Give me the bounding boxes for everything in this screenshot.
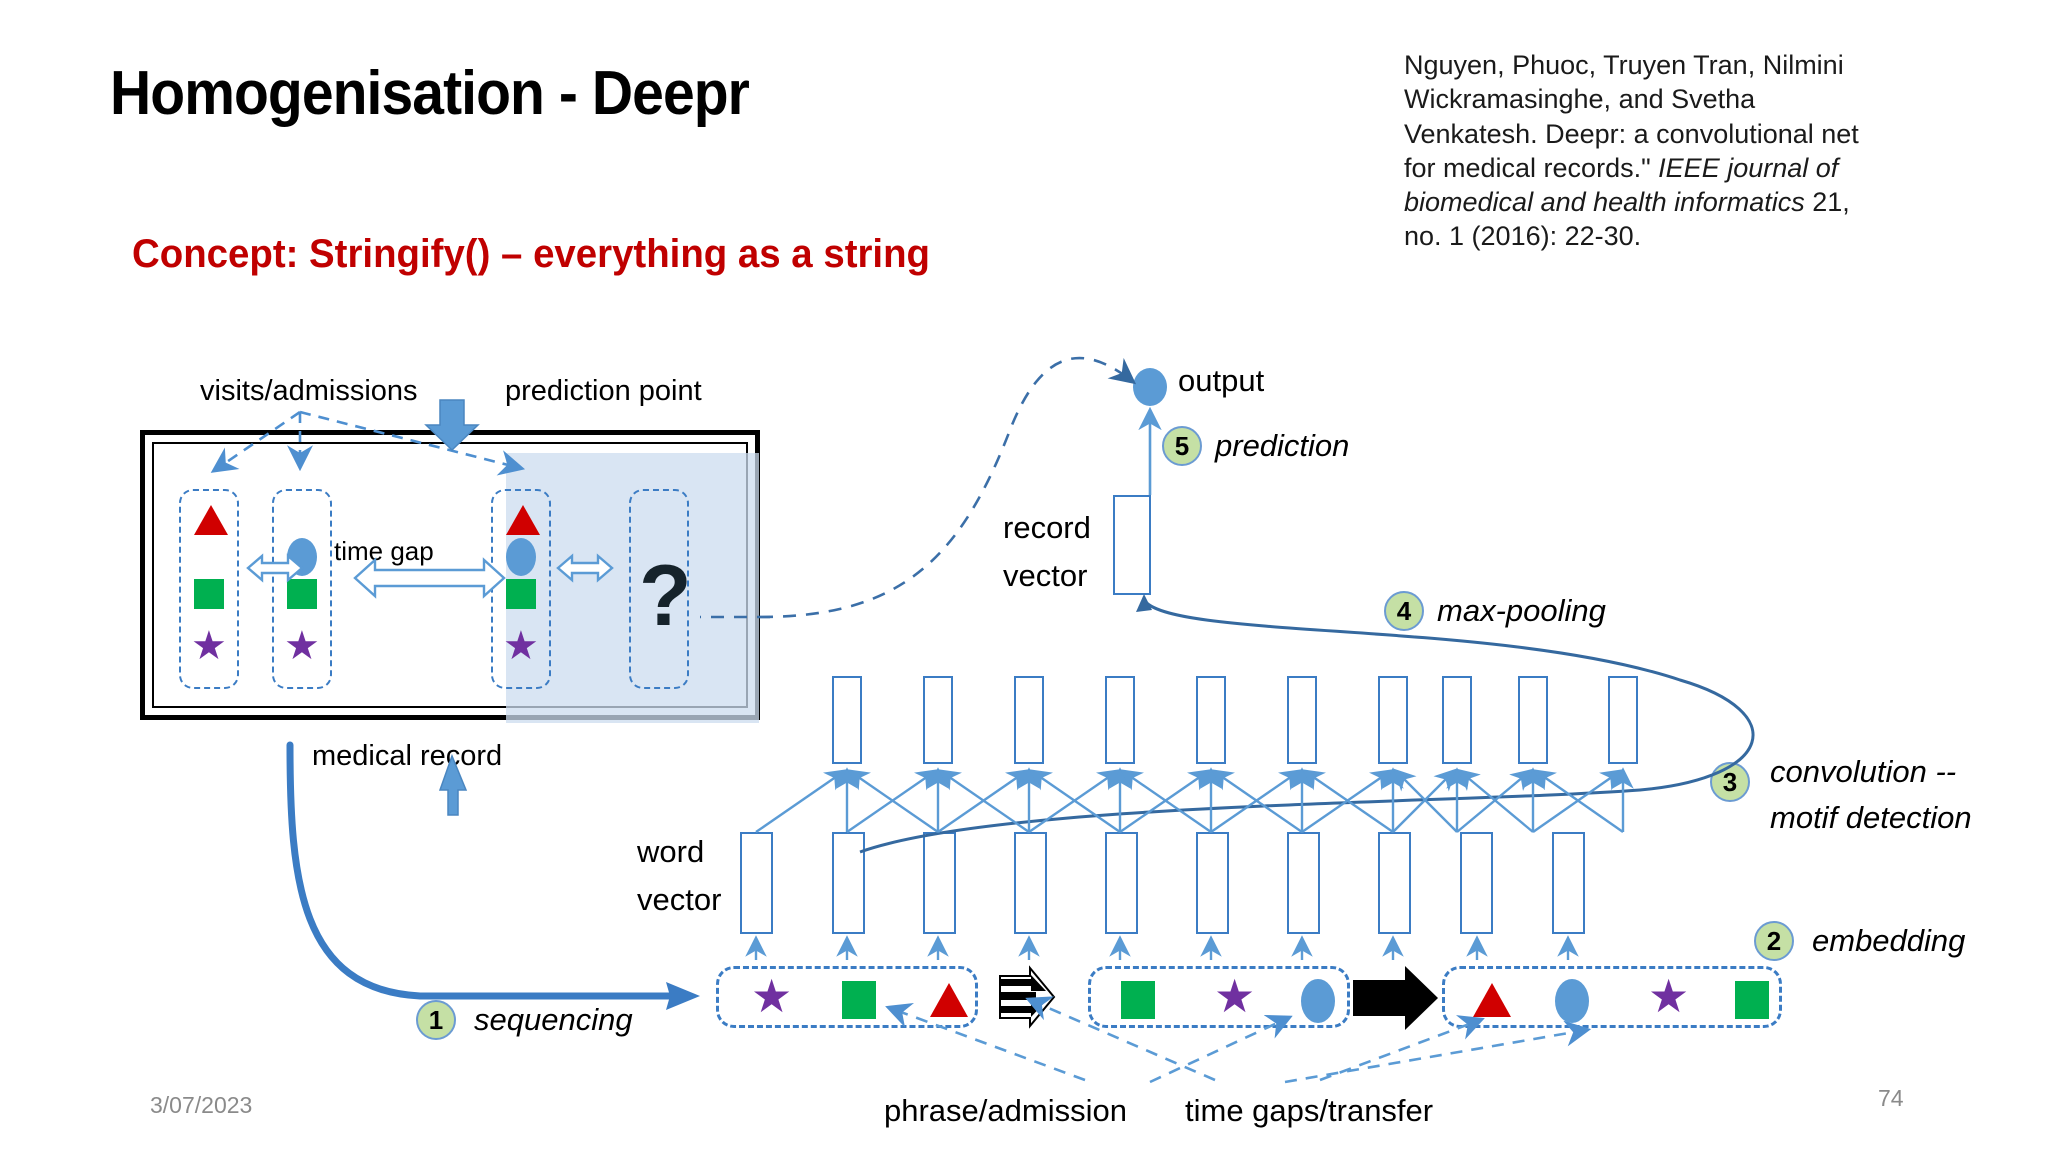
- word-vector-box-10[interactable]: [1552, 832, 1585, 934]
- triangle-icon: [194, 505, 228, 535]
- word-vector-label-line2: vector: [637, 882, 722, 917]
- medical-record-box: ★ ★ ★ ? time gap: [140, 430, 760, 723]
- step-label-convolution: convolution --: [1770, 754, 1957, 789]
- medical-record-label: medical record: [312, 740, 503, 772]
- conv-box-5[interactable]: [1196, 676, 1226, 764]
- step-label-sequencing: sequencing: [474, 1002, 633, 1037]
- star-icon: ★: [751, 970, 793, 1022]
- visits-admissions-label: visits/admissions: [200, 375, 418, 407]
- square-icon: [287, 579, 317, 609]
- conv-box-4[interactable]: [1105, 676, 1135, 764]
- word-vector-box-5[interactable]: [1105, 832, 1138, 934]
- conv-box-3[interactable]: [1014, 676, 1044, 764]
- square-icon: [1121, 981, 1155, 1019]
- record-vector-label-line1: record: [1003, 510, 1091, 545]
- word-vector-box-2[interactable]: [832, 832, 865, 934]
- word-vector-box-4[interactable]: [1014, 832, 1047, 934]
- record-vector-label-line2: vector: [1003, 558, 1088, 593]
- square-icon: [194, 579, 224, 609]
- step-label-motif-detection: motif detection: [1770, 800, 1972, 835]
- medical-record-inner-border: ★ ★ ★ ? time gap: [152, 442, 759, 723]
- step-badge-3[interactable]: 3: [1710, 762, 1750, 802]
- word-vector-box-1[interactable]: [740, 832, 773, 934]
- phrase-group-1[interactable]: ★: [716, 966, 978, 1028]
- step-label-prediction: prediction: [1215, 428, 1350, 463]
- word-vector-box-6[interactable]: [1196, 832, 1229, 934]
- prediction-point-label: prediction point: [505, 375, 702, 407]
- square-icon: [842, 981, 876, 1019]
- conv-box-10[interactable]: [1608, 676, 1638, 764]
- triangle-icon: [930, 983, 968, 1017]
- record-vector-box[interactable]: [1113, 495, 1151, 595]
- citation-text: Nguyen, Phuoc, Truyen Tran, Nilmini Wick…: [1404, 48, 1874, 254]
- visit-column-3[interactable]: ★: [491, 489, 551, 689]
- visit-column-2[interactable]: ★: [272, 489, 332, 689]
- step-label-max-pooling: max-pooling: [1437, 593, 1606, 628]
- phrase-group-3[interactable]: ★: [1442, 966, 1782, 1028]
- black-arrow-icon: [1353, 966, 1438, 1030]
- circle-icon: [506, 538, 536, 576]
- star-icon: ★: [503, 624, 539, 668]
- circle-icon: [1555, 979, 1589, 1023]
- phrase-group-2[interactable]: ★: [1088, 966, 1350, 1028]
- conv-box-1[interactable]: [832, 676, 862, 764]
- citation-part2: 21, no. 1 (2016): 22-30.: [1404, 187, 1850, 252]
- conv-box-2[interactable]: [923, 676, 953, 764]
- triangle-icon: [506, 505, 540, 535]
- output-label: output: [1178, 363, 1265, 398]
- output-node[interactable]: [1133, 368, 1167, 406]
- double-chevron-arrow-icon: [999, 965, 1056, 1029]
- conv-box-7[interactable]: [1378, 676, 1408, 764]
- footer-date: 3/07/2023: [150, 1092, 253, 1118]
- visit-column-1[interactable]: ★: [179, 489, 239, 689]
- circle-icon: [1301, 979, 1335, 1023]
- star-icon: ★: [284, 624, 320, 668]
- time-gap-label: time gap: [334, 536, 434, 566]
- concept-subtitle: Concept: Stringify() – everything as a s…: [132, 232, 930, 276]
- word-vector-label-line1: word: [637, 834, 705, 869]
- page-title: Homogenisation - Deepr: [110, 59, 750, 128]
- step-badge-1[interactable]: 1: [416, 1000, 456, 1040]
- step-badge-4[interactable]: 4: [1384, 591, 1424, 631]
- star-icon: ★: [191, 624, 227, 668]
- conv-box-8[interactable]: [1442, 676, 1472, 764]
- step-badge-5[interactable]: 5: [1162, 426, 1202, 466]
- citation-journal: IEEE journal of biomedical and health in…: [1404, 152, 1839, 218]
- time-gaps-transfer-label: time gaps/transfer: [1185, 1093, 1434, 1128]
- square-icon: [1735, 981, 1769, 1019]
- phrase-admission-label: phrase/admission: [884, 1093, 1127, 1128]
- word-vector-box-3[interactable]: [923, 832, 956, 934]
- word-vector-box-7[interactable]: [1287, 832, 1320, 934]
- word-vector-box-8[interactable]: [1378, 832, 1411, 934]
- triangle-icon: [1473, 983, 1511, 1017]
- question-mark: ?: [639, 548, 692, 644]
- circle-icon: [287, 538, 317, 576]
- star-icon: ★: [1214, 970, 1256, 1022]
- word-vector-box-9[interactable]: [1460, 832, 1493, 934]
- step-badge-2[interactable]: 2: [1754, 921, 1794, 961]
- star-icon: ★: [1648, 970, 1690, 1022]
- step-label-embedding: embedding: [1812, 923, 1966, 958]
- visit-column-future[interactable]: ?: [629, 489, 692, 689]
- footer-page-number: 74: [1878, 1085, 1904, 1111]
- conv-box-9[interactable]: [1518, 676, 1548, 764]
- conv-box-6[interactable]: [1287, 676, 1317, 764]
- square-icon: [506, 579, 536, 609]
- citation-part1: Nguyen, Phuoc, Truyen Tran, Nilmini Wick…: [1404, 50, 1859, 183]
